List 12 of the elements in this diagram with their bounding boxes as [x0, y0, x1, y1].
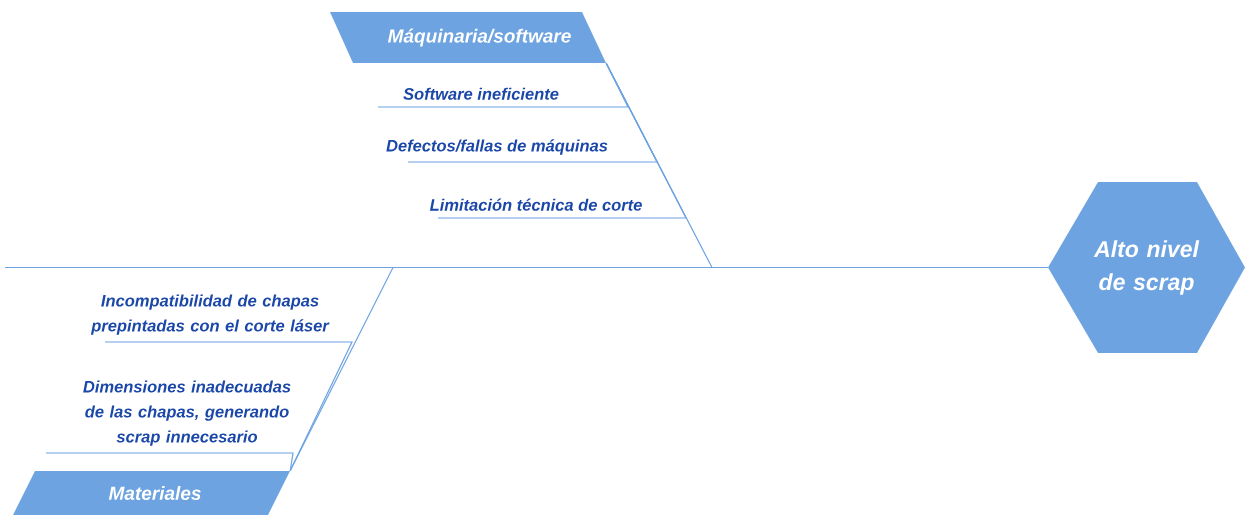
effect-hexagon: Alto nivel de scrap	[1048, 182, 1245, 353]
bone-line	[4, 266, 1049, 269]
category-box: Materiales	[13, 471, 290, 515]
cause-label: Software ineficiente	[403, 87, 559, 100]
cause-label: Dimensiones inadecuadas de las chapas, generando scrap innecesario	[83, 380, 291, 446]
bone-line	[104, 341, 353, 472]
bone-line	[45, 452, 294, 472]
bone-line	[437, 62, 687, 219]
cause-label: Defectos/fallas de máquinas	[386, 139, 608, 155]
category-box: Máquinaria/software	[330, 12, 606, 63]
cause-label: Incompatibilidad de chapas prepintadas con el corte láser	[90, 294, 330, 335]
cause-label: Limitación técnica de corte	[429, 198, 642, 211]
